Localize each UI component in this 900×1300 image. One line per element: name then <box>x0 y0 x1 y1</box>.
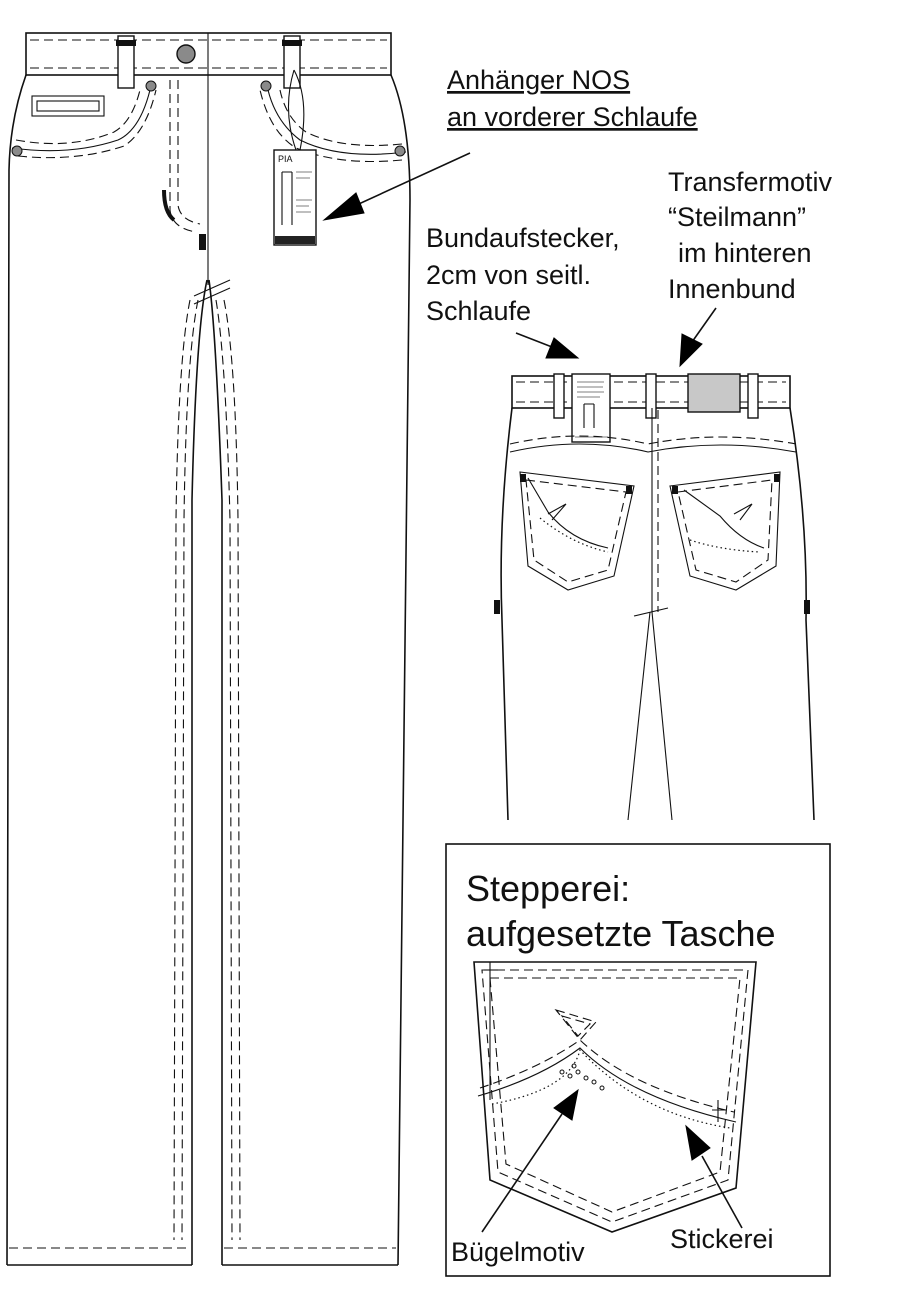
hangtag-name: PIA <box>278 154 293 164</box>
front-pocket-right <box>267 89 407 155</box>
waist-tag-label-line1: Bundaufstecker, <box>426 223 620 253</box>
rivet-icon <box>145 80 157 92</box>
waist-button-icon <box>176 44 196 64</box>
front-belt-loop-left <box>117 35 135 89</box>
hangtag-label-line2: an vorderer Schlaufe <box>447 102 698 132</box>
hangtag-label-line1: Anhänger NOS <box>447 65 630 95</box>
back-view-jeans <box>494 373 815 821</box>
transfer-callout: Transfermotiv “Steilmann” im hinteren In… <box>668 167 833 368</box>
back-pocket-right <box>669 471 781 591</box>
front-view-jeans: PIA <box>6 32 411 1266</box>
arrow-icon <box>553 1088 579 1121</box>
hangtag-callout: Anhänger NOS an vorderer Schlaufe <box>322 65 698 221</box>
transfer-label-line4: Innenbund <box>668 274 796 304</box>
front-pocket-left <box>11 89 151 152</box>
front-right-inseam <box>208 279 223 1265</box>
hangtag: PIA <box>273 149 317 246</box>
transfer-label-line1: Transfermotiv <box>668 167 833 197</box>
iron-on-motif-label: Bügelmotiv <box>451 1237 585 1267</box>
detail-title-line2: aufgesetzte Tasche <box>466 913 776 954</box>
transfer-patch-steilmann <box>687 373 741 413</box>
detail-box: Stepperei: aufgesetzte Tasche <box>445 843 831 1277</box>
transfer-label-line3: im hinteren <box>678 238 812 268</box>
front-right-outseam <box>390 74 411 1266</box>
back-pocket-left <box>519 471 635 591</box>
waist-tag-callout: Bundaufstecker, 2cm von seitl. Schlaufe <box>426 223 620 359</box>
embroidery-label: Stickerei <box>670 1224 774 1254</box>
rivet-icon <box>11 145 23 157</box>
detail-title-line1: Stepperei: <box>466 868 630 909</box>
front-welt-patch <box>31 95 105 117</box>
waist-tag-label-line3: Schlaufe <box>426 296 531 326</box>
rivet-icon <box>260 80 272 92</box>
waist-tag <box>571 373 611 443</box>
waist-tag-label-line2: 2cm von seitl. <box>426 260 591 290</box>
front-left-outseam <box>6 74 27 1266</box>
transfer-label-line2: “Steilmann” <box>668 202 806 232</box>
arrow-icon <box>322 192 365 221</box>
front-left-inseam <box>191 279 208 1265</box>
pocket-stitching-detail <box>473 961 757 1233</box>
arrow-icon <box>685 1124 711 1161</box>
arrow-icon <box>679 333 703 368</box>
arrow-icon <box>545 337 580 359</box>
rivet-icon <box>394 145 406 157</box>
